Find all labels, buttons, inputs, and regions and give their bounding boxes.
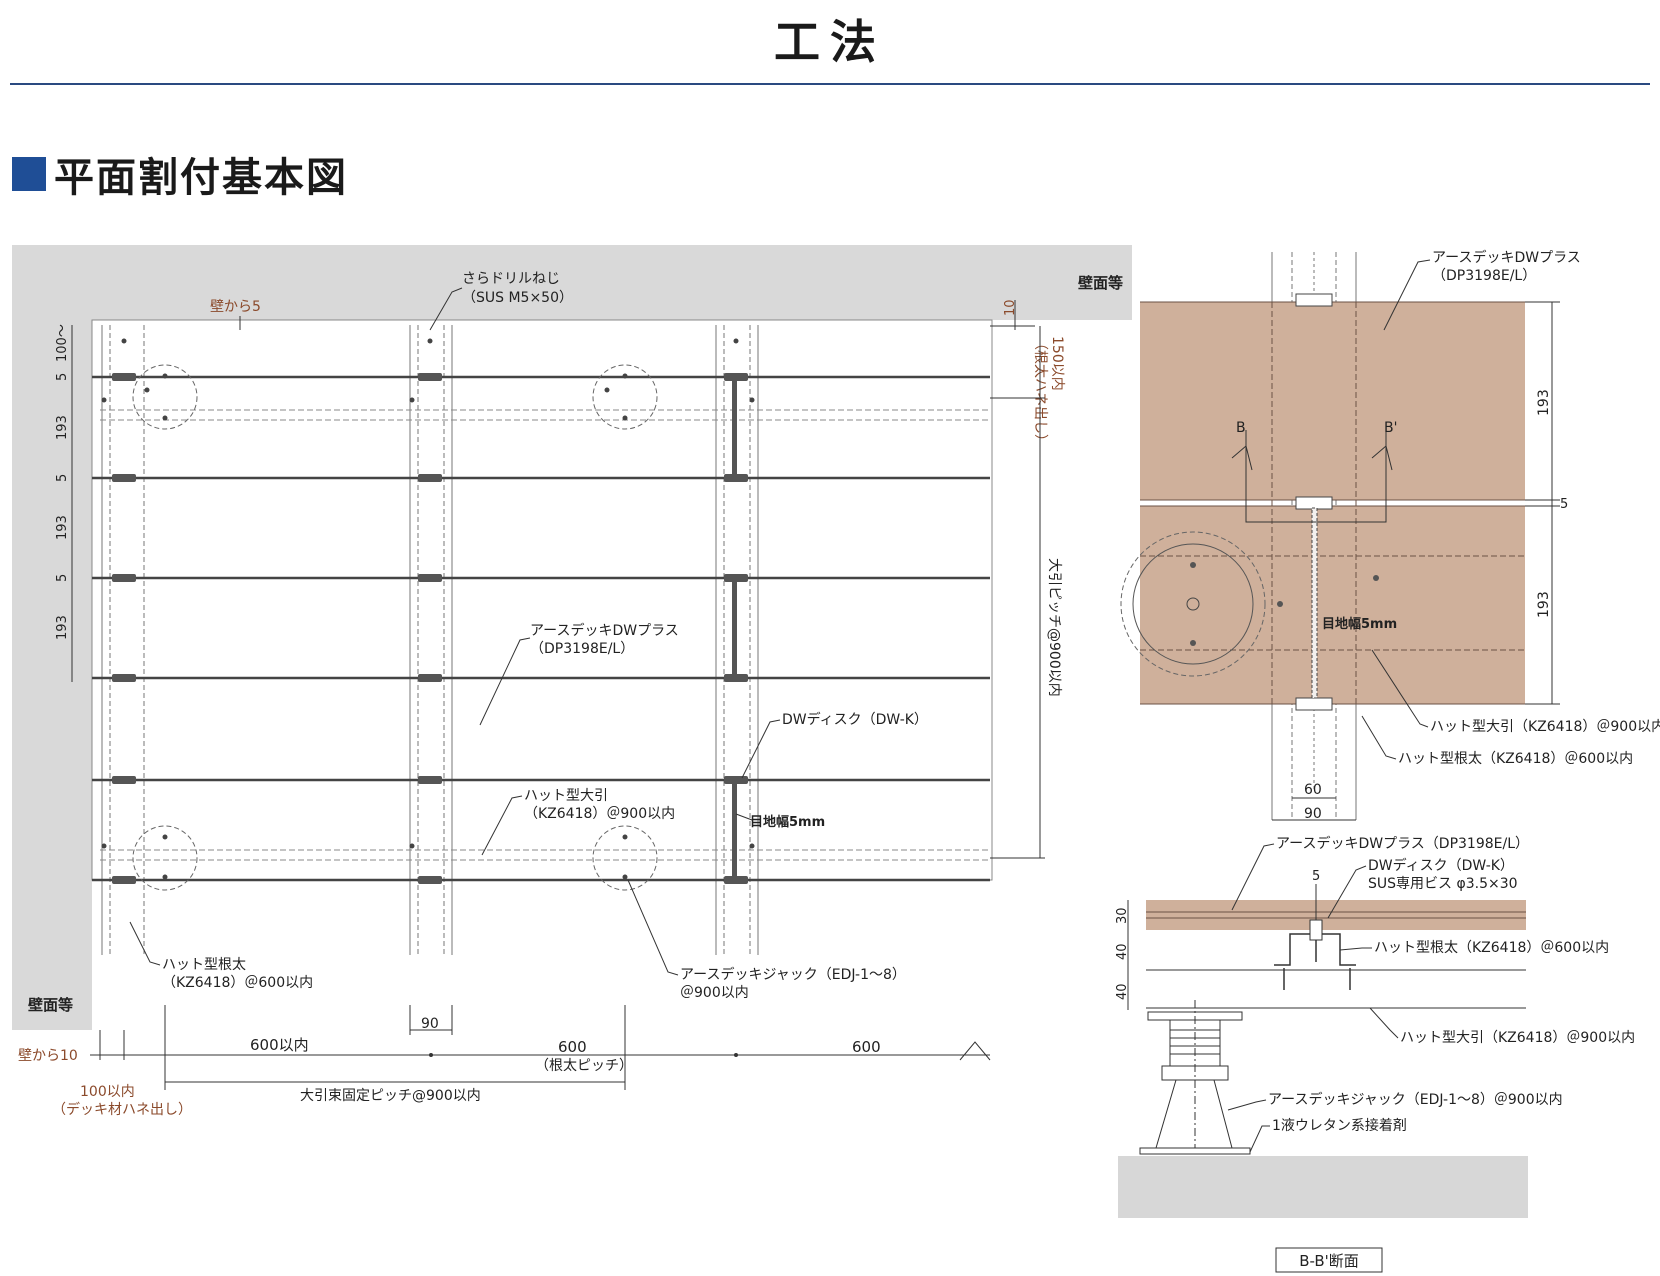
section-beam-label: ハット型大引（KZ6418）＠900以内 xyxy=(1400,1030,1635,1046)
detail-gap-label: 目地幅5mm xyxy=(1322,616,1397,632)
detail-deck-code: （DP3198E/L） xyxy=(1432,268,1536,284)
plan-beam-spec: （KZ6418）＠900以内 xyxy=(524,806,675,822)
detail-dim-193-top: 193 xyxy=(1536,389,1552,416)
title-divider xyxy=(10,83,1650,85)
from-wall-5-label: 壁から5 xyxy=(210,299,261,315)
section-dim-5: 5 xyxy=(1312,869,1320,884)
page-title: 工法 xyxy=(774,15,886,69)
detail-board-top xyxy=(1140,302,1525,500)
deck-seams xyxy=(92,375,990,882)
screw-dots xyxy=(101,338,755,849)
plan-deck-label: アースデッキDWプラス xyxy=(530,622,679,639)
detail-dim-5: 5 xyxy=(1560,497,1568,512)
section-ground xyxy=(1118,1156,1528,1218)
plan-jack-spec: ＠900以内 xyxy=(680,985,749,1001)
svg-text:5: 5 xyxy=(55,474,70,482)
plan-jack-label: アースデッキジャック（EDJ-1〜8） xyxy=(680,966,906,983)
screw-label: さらドリルねじ xyxy=(462,271,560,287)
section-dim-40a: 40 xyxy=(1115,943,1130,960)
dim-100-note: （デッキ材ハネ出し） xyxy=(52,1101,192,1118)
plan-view: 壁面等 壁面等 xyxy=(12,245,1132,1118)
dim-600-mid: 600 xyxy=(558,1038,587,1056)
svg-text:193: 193 xyxy=(55,615,70,640)
section-marker-icon xyxy=(12,157,46,191)
detail-view: B B' 193 5 193 アースデッキDWプラス （DP3198E/L） 目… xyxy=(1120,249,1660,822)
dim-100-label: 100以内 xyxy=(80,1084,135,1100)
detail-joist-label: ハット型根太（KZ6418）＠600以内 xyxy=(1398,751,1633,767)
dim-600-mid-note: （根太ピッチ） xyxy=(535,1058,633,1074)
jack-circles xyxy=(132,364,658,891)
section-title: 平面割付基本図 xyxy=(54,155,348,201)
fixed-pitch-label: 大引束固定ピッチ@900以内 xyxy=(300,1088,481,1104)
section-adhesive-label: 1液ウレタン系接着剤 xyxy=(1272,1117,1407,1134)
plan-beam-label: ハット型大引 xyxy=(524,788,608,804)
detail-dim-60: 60 xyxy=(1304,782,1322,798)
section-disc-label: DWディスク（DW-K） xyxy=(1368,857,1514,874)
svg-text:5: 5 xyxy=(55,373,70,381)
beam-lines xyxy=(100,409,990,861)
plan-joist-label: ハット型根太 xyxy=(162,957,246,973)
section-screw-label: SUS専用ビス φ3.5×30 xyxy=(1368,876,1518,892)
dim-150-label: 150以内 xyxy=(1049,336,1065,391)
svg-text:193: 193 xyxy=(55,415,70,440)
dim-90-plan: 90 xyxy=(421,1016,439,1032)
svg-text:5: 5 xyxy=(55,574,70,582)
detail-dim-90: 90 xyxy=(1304,806,1322,822)
detail-beam-label: ハット型大引（KZ6418）＠900以内 xyxy=(1430,719,1660,735)
section-jack-label: アースデッキジャック（EDJ-1〜8）＠900以内 xyxy=(1268,1091,1563,1108)
wall-top-label: 壁面等 xyxy=(1078,274,1123,292)
svg-text:193: 193 xyxy=(55,515,70,540)
detail-deck-label: アースデッキDWプラス xyxy=(1432,249,1581,266)
plan-disc-label: DWディスク（DW-K） xyxy=(782,711,928,728)
from-wall-10-label: 壁から10 xyxy=(18,1048,78,1064)
section-joist-label: ハット型根太（KZ6418）＠600以内 xyxy=(1374,940,1609,956)
cut-b-label: B xyxy=(1236,420,1246,436)
wall-top-area xyxy=(12,245,1132,320)
section-heading: 平面割付基本図 xyxy=(12,148,348,201)
dw-disc-markers xyxy=(112,373,748,884)
detail-dim-193-bottom: 193 xyxy=(1536,591,1552,618)
plan-joist-spec: （KZ6418）＠600以内 xyxy=(162,975,313,991)
screw-spec: （SUS M5×50） xyxy=(462,290,573,306)
section-caption-box xyxy=(1275,1247,1383,1273)
dim-600-inner: 600以内 xyxy=(250,1036,309,1054)
section-dim-30: 30 xyxy=(1115,907,1130,924)
section-deck-label: アースデッキDWプラス（DP3198E/L） xyxy=(1276,835,1529,852)
left-dimension-labels: 5 100〜 193 5 193 5 193 xyxy=(55,324,70,640)
dim-600-right: 600 xyxy=(852,1038,881,1056)
svg-text:100〜: 100〜 xyxy=(55,324,70,362)
plan-gap-label: 目地幅5mm xyxy=(750,814,825,830)
cut-b2-label: B' xyxy=(1384,420,1397,436)
section-view: 30 40 40 5 アースデッキDWプラス（DP3198E/L） DWディスク… xyxy=(1115,835,1635,1273)
main-pitch-label: 大引ピッチ@900以内 xyxy=(1046,558,1062,697)
wall-left-area xyxy=(12,245,92,1030)
dim-10-label: 10 xyxy=(1003,299,1018,316)
section-caption: B-B'断面 xyxy=(1299,1252,1359,1270)
section-dim-40b: 40 xyxy=(1115,983,1130,1000)
jack-bolt-dots xyxy=(144,373,628,880)
detail-board-bottom xyxy=(1140,506,1525,704)
wall-left-label: 壁面等 xyxy=(28,996,73,1014)
plan-deck-code: （DP3198E/L） xyxy=(530,641,634,657)
